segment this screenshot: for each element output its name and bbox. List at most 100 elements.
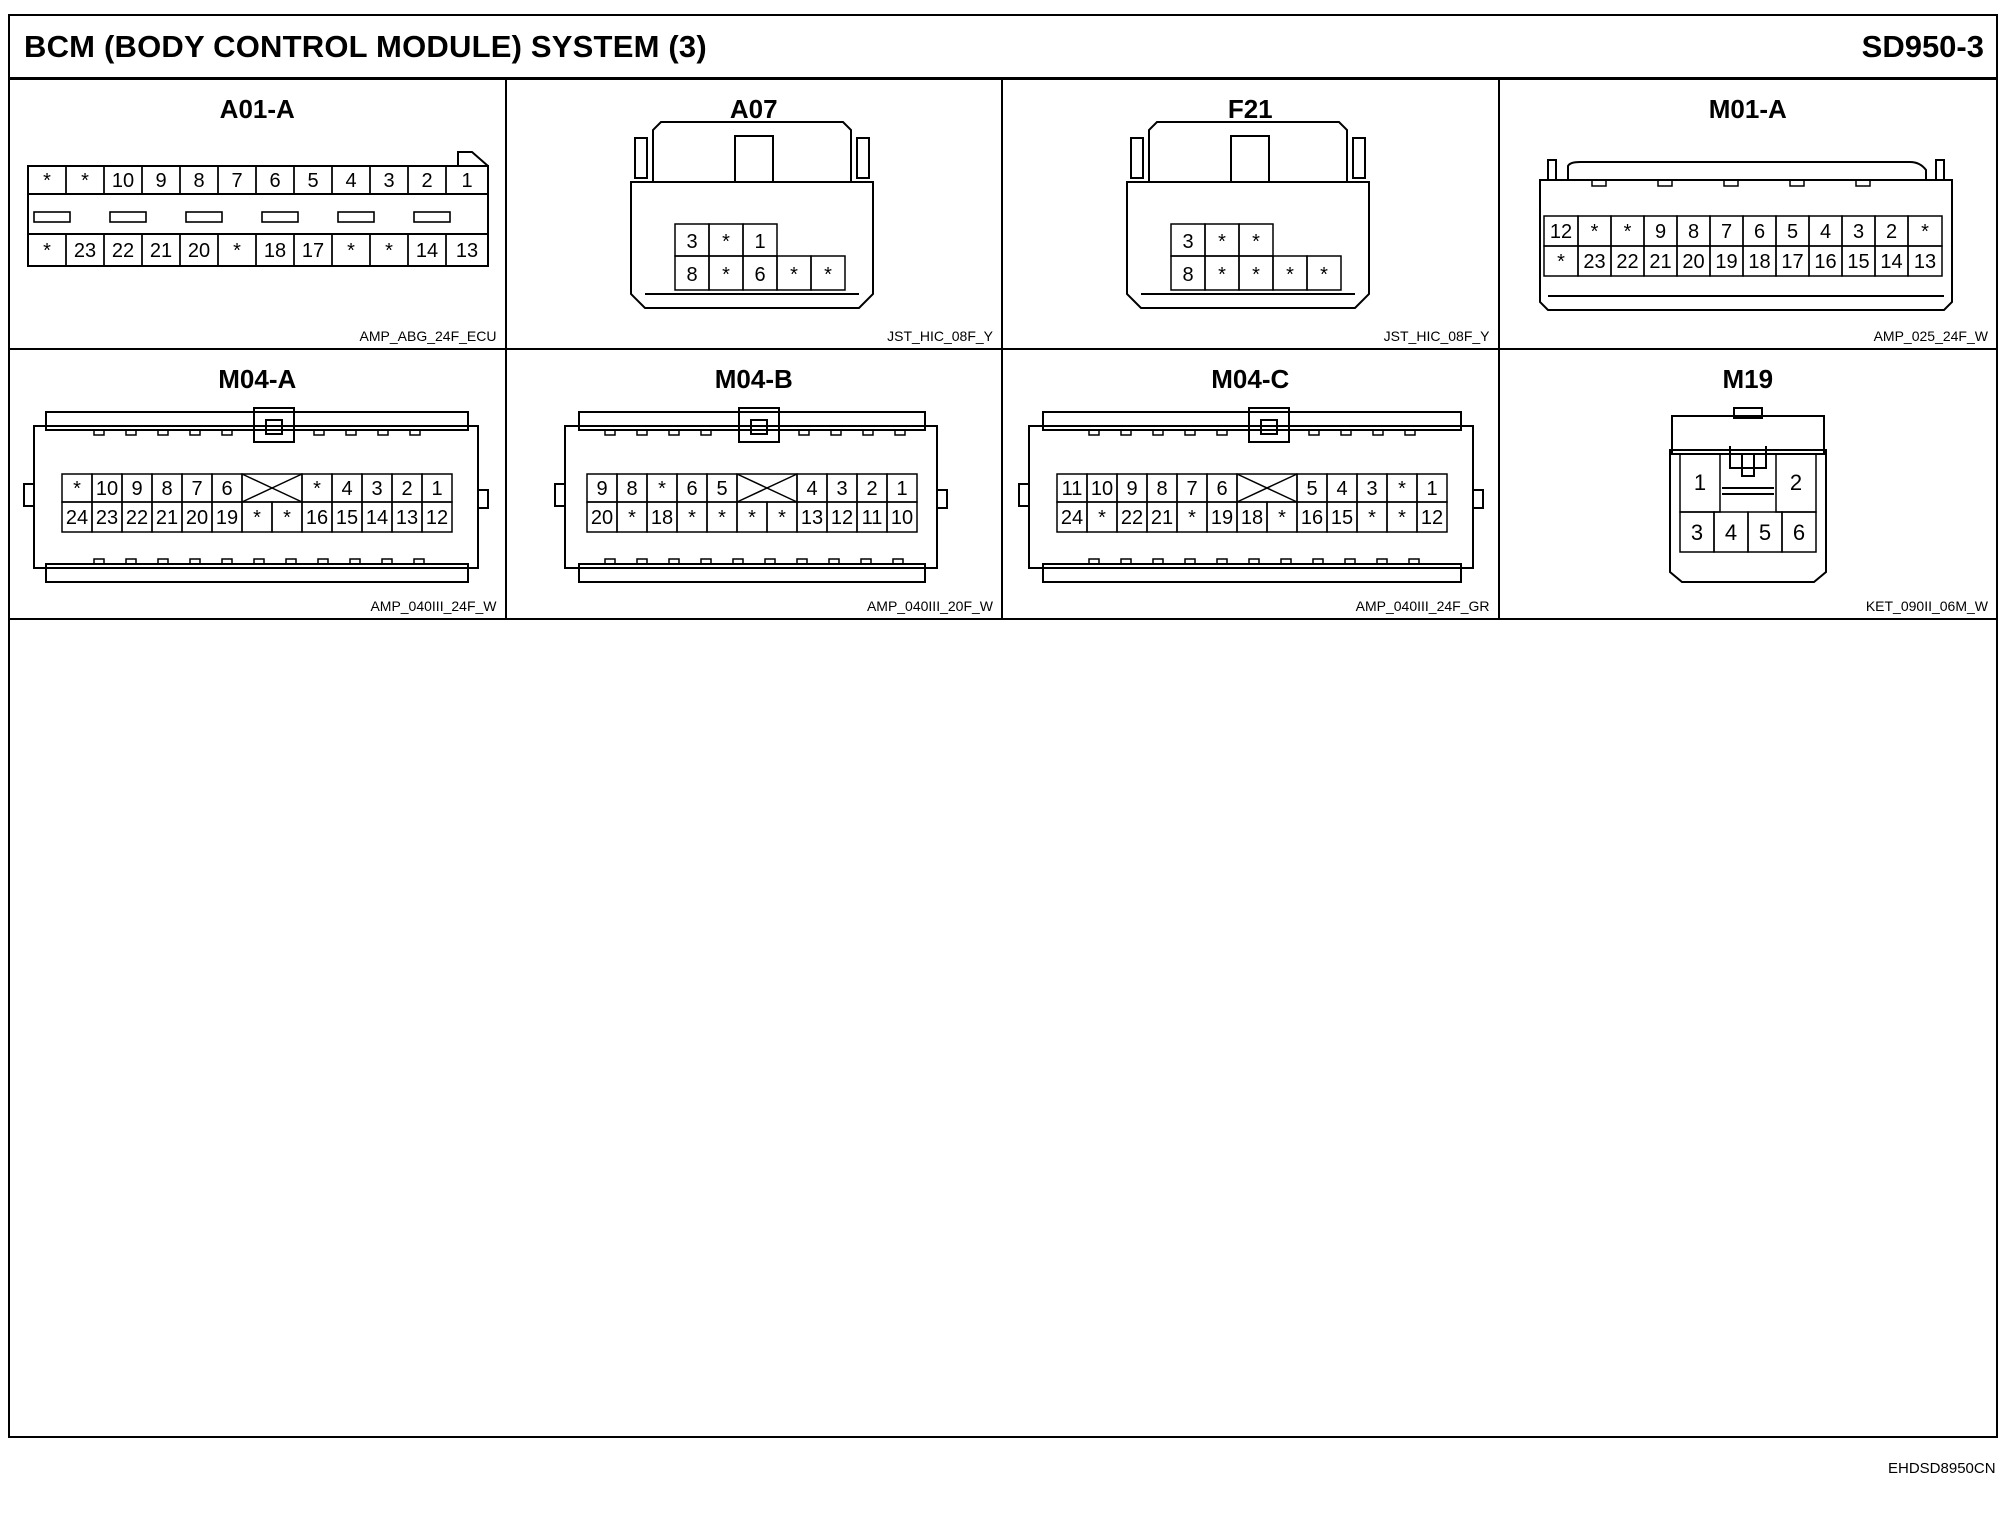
pin-label: * <box>748 507 756 529</box>
header: BCM (BODY CONTROL MODULE) SYSTEM (3) SD9… <box>10 16 1996 80</box>
pin-label: 12 <box>830 507 852 529</box>
connector-m04a-title: M04-A <box>218 364 297 394</box>
pin-label: 8 <box>1687 221 1698 243</box>
pin-cell <box>885 501 918 533</box>
pin-label: 2 <box>1885 221 1896 243</box>
pin-label: 17 <box>1781 251 1803 273</box>
connector-m19-code: KET_090II_06M_W <box>1865 598 1988 614</box>
pin-label: * <box>73 478 81 500</box>
pin-label: * <box>718 507 726 529</box>
a01a-key-slot <box>261 211 299 223</box>
pin-label: * <box>1590 221 1598 243</box>
connector-m19: M19 1 2 3 4 5 <box>1499 350 1996 620</box>
pin-label: * <box>722 264 730 286</box>
a01a-key-slot <box>185 211 223 223</box>
pin-label: 6 <box>1216 478 1227 500</box>
pin-label: * <box>1218 264 1226 286</box>
pin-label: 15 <box>336 507 358 529</box>
m19-row-2: 3 4 5 6 <box>1678 511 1817 553</box>
pin-label: 21 <box>1151 507 1173 529</box>
connector-a07-title: A07 <box>729 94 778 124</box>
pin-label: 15 <box>1331 507 1353 529</box>
pin-label: 16 <box>1814 251 1836 273</box>
pin-label: * <box>1368 507 1376 529</box>
pin-label: 4 <box>1336 478 1347 500</box>
pin-label: 8 <box>1182 264 1193 286</box>
pin-label: 21 <box>1649 251 1671 273</box>
pin-label: 6 <box>754 264 765 286</box>
pin-label: 21 <box>156 507 178 529</box>
f21-housing <box>1126 121 1370 309</box>
pin-label: 11 <box>861 507 882 529</box>
pin-label: 10 <box>1091 478 1113 500</box>
pin-label: 16 <box>306 507 328 529</box>
pin-label: 6 <box>1753 221 1764 243</box>
a01a-key-slot <box>337 211 375 223</box>
pin-label: 4 <box>1819 221 1830 243</box>
connector-m04b-title: M04-B <box>714 364 793 394</box>
connector-f21: F21 3 * * 8 * <box>1003 80 1500 350</box>
m19-housing <box>1668 407 1827 583</box>
pin-label: 5 <box>1758 520 1770 545</box>
pin-label: 14 <box>416 240 438 262</box>
pin-label: * <box>1218 231 1226 253</box>
pin-label: 21 <box>150 240 172 262</box>
a01a-key-slot <box>33 211 71 223</box>
connector-m19-title: M19 <box>1722 364 1774 394</box>
pin-label: * <box>1557 251 1565 273</box>
pin-label: 23 <box>74 240 96 262</box>
connector-m04c-title: M04-C <box>1211 364 1290 394</box>
pin-label: 11 <box>1062 478 1083 500</box>
pin-label: 17 <box>302 240 324 262</box>
pin-label: 4 <box>341 478 352 500</box>
pin-label: * <box>233 240 241 262</box>
pin-label: 2 <box>401 478 412 500</box>
connector-a07-code: JST_HIC_08F_Y <box>887 328 993 344</box>
pin-label: 3 <box>1852 221 1863 243</box>
pin-label: * <box>1252 264 1260 286</box>
connector-m04b-code: AMP_040III_20F_W <box>866 598 993 614</box>
pin-label: 5 <box>1306 478 1317 500</box>
pin-label: 19 <box>216 507 238 529</box>
m01a-row-1: 12 * * 9 8 7 6 5 4 3 2 * <box>1542 215 1943 247</box>
pin-label: * <box>628 507 636 529</box>
pin-label: 8 <box>686 264 697 286</box>
pin-label: 5 <box>307 170 318 192</box>
pin-label: 14 <box>1880 251 1902 273</box>
pin-label: 24 <box>66 507 88 529</box>
connector-f21-drawing: 3 * * 8 * * * * <box>1126 121 1370 309</box>
pin-label: * <box>790 264 798 286</box>
pin-label: 20 <box>590 507 612 529</box>
pin-label: * <box>1398 507 1406 529</box>
pin-label: 4 <box>1724 520 1736 545</box>
connector-m04b-drawing: 9 8 * 6 5 4 3 2 1 20 * 18 * <box>553 407 948 583</box>
connector-a01a-drawing: * * 10 9 8 7 6 5 4 3 2 1 * 23 22 <box>27 151 489 267</box>
m04c-housing <box>1018 407 1484 583</box>
a07-row-1: 3 * 1 <box>673 223 778 257</box>
m04a-housing <box>23 407 489 583</box>
connector-f21-title: F21 <box>1227 94 1273 124</box>
pin-label: 5 <box>1786 221 1797 243</box>
pin-label: 12 <box>1549 221 1571 243</box>
pin-label: 18 <box>264 240 286 262</box>
connector-m19-drawing: 1 2 3 4 5 6 <box>1668 407 1827 583</box>
pin-label: 1 <box>431 478 442 500</box>
connector-m01a-drawing: 12 * * 9 8 7 6 5 4 3 2 * * 23 22 <box>1538 159 1953 311</box>
pin-label: * <box>1252 231 1260 253</box>
pin-label: 9 <box>1126 478 1137 500</box>
pin-label: * <box>658 478 666 500</box>
pin-label: * <box>1278 507 1286 529</box>
pin-label: 7 <box>191 478 202 500</box>
connector-m01a: M01-A 12 <box>1499 80 1996 350</box>
page-title: BCM (BODY CONTROL MODULE) SYSTEM (3) <box>24 29 707 64</box>
pin-label: * <box>1320 264 1328 286</box>
pin-label: 1 <box>461 170 472 192</box>
document-id: EHDSD8950CN <box>1888 1460 1996 1477</box>
page-code: SD950-3 <box>1861 29 1984 64</box>
pin-label: * <box>43 240 51 262</box>
pin-label: 15 <box>1847 251 1869 273</box>
pin-label: 1 <box>754 231 765 253</box>
pin-label: 4 <box>345 170 356 192</box>
pin-label: 22 <box>1616 251 1638 273</box>
pin-label: * <box>283 507 291 529</box>
